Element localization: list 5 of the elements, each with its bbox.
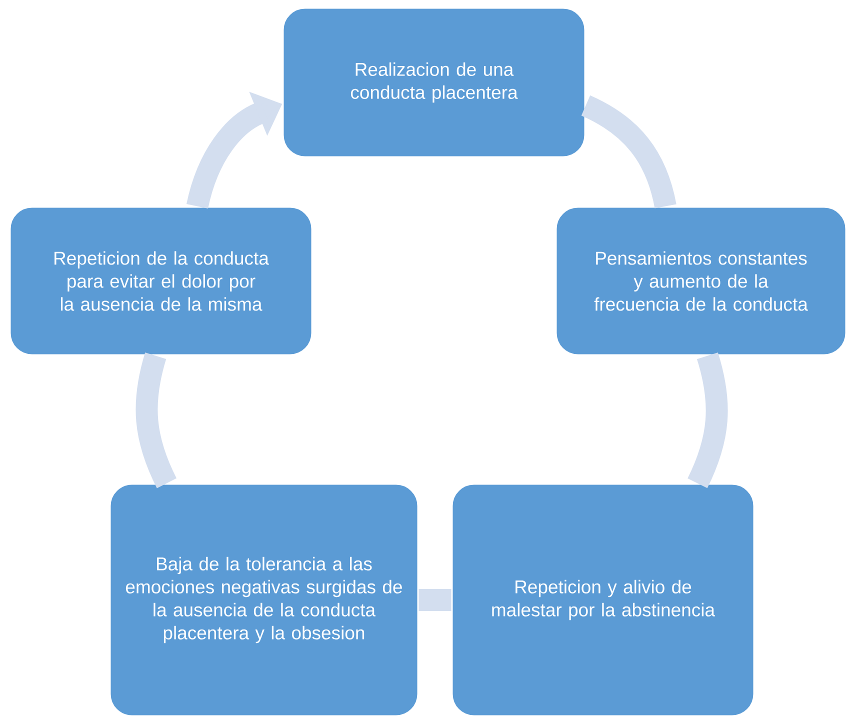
process-box: Repeticion y alivio de malestar por la abstinencia (451, 483, 755, 717)
process-box: Pensamientos constantes y aumento de la frecuencia de la conducta (555, 206, 846, 356)
process-box: Baja de la tolerancia a las emociones negativas surgidas de la ausencia de la conducta placentera y la obsesion (109, 483, 419, 717)
process-box: Repeticion de la conducta para evitar el dolor por la ausencia de la misma (9, 206, 313, 356)
process-box: Realizacion de una conducta placentera (282, 7, 586, 158)
